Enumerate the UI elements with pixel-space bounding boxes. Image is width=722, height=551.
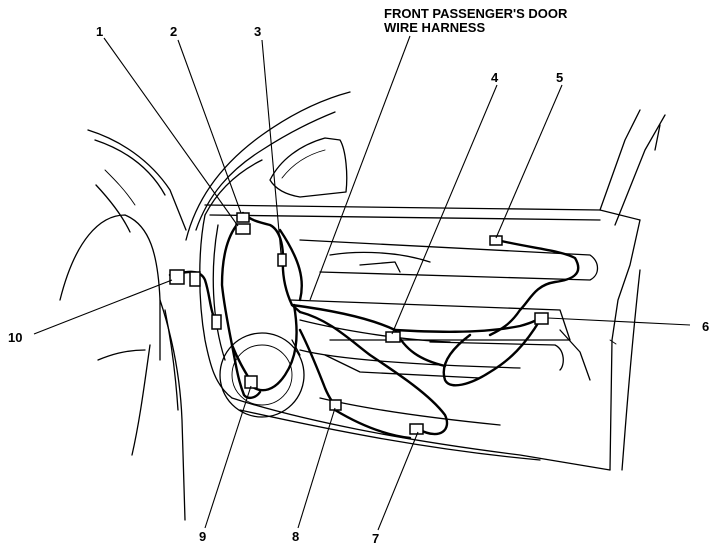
door-inner-panel — [219, 239, 617, 426]
callout-numbers: 1 2 3 4 5 6 7 8 9 10 — [8, 24, 709, 546]
harness-clip — [211, 314, 222, 330]
callout-3: 3 — [254, 24, 261, 39]
callout-8: 8 — [292, 529, 299, 544]
connector-10 — [169, 269, 185, 285]
leader-9 — [204, 385, 252, 529]
leader-4 — [391, 84, 498, 335]
leader-8 — [297, 407, 336, 529]
callout-7: 7 — [372, 531, 379, 546]
callout-5: 5 — [556, 70, 563, 85]
connector-10-clip — [189, 271, 201, 287]
connector-4 — [385, 331, 401, 343]
connector-3 — [277, 253, 287, 267]
connector-9 — [244, 375, 258, 389]
leader-6 — [547, 317, 691, 326]
callout-10: 10 — [8, 330, 22, 345]
leader-10 — [33, 279, 173, 335]
callout-2: 2 — [170, 24, 177, 39]
leader-2 — [177, 39, 242, 214]
leader-1 — [103, 37, 239, 227]
connector-7 — [409, 423, 424, 435]
door-frame — [185, 91, 666, 471]
callout-1: 1 — [96, 24, 103, 39]
connector-5 — [489, 235, 503, 246]
vehicle-body-outline — [59, 129, 187, 521]
leader-lines — [33, 35, 691, 531]
connector-8 — [329, 399, 342, 411]
callout-6: 6 — [702, 319, 709, 334]
connector-1 — [235, 223, 251, 235]
leader-5 — [495, 84, 563, 239]
connector-6 — [534, 312, 549, 325]
callout-4: 4 — [491, 70, 499, 85]
leader-7 — [377, 431, 419, 531]
leader-3 — [261, 39, 282, 255]
title-line-2: WIRE HARNESS — [384, 20, 485, 35]
title-line-1: FRONT PASSENGER'S DOOR — [384, 6, 568, 21]
callout-9: 9 — [199, 529, 206, 544]
leader-title — [309, 35, 411, 301]
diagram-title: FRONT PASSENGER'S DOOR WIRE HARNESS — [384, 6, 568, 35]
connector-2 — [236, 212, 250, 223]
